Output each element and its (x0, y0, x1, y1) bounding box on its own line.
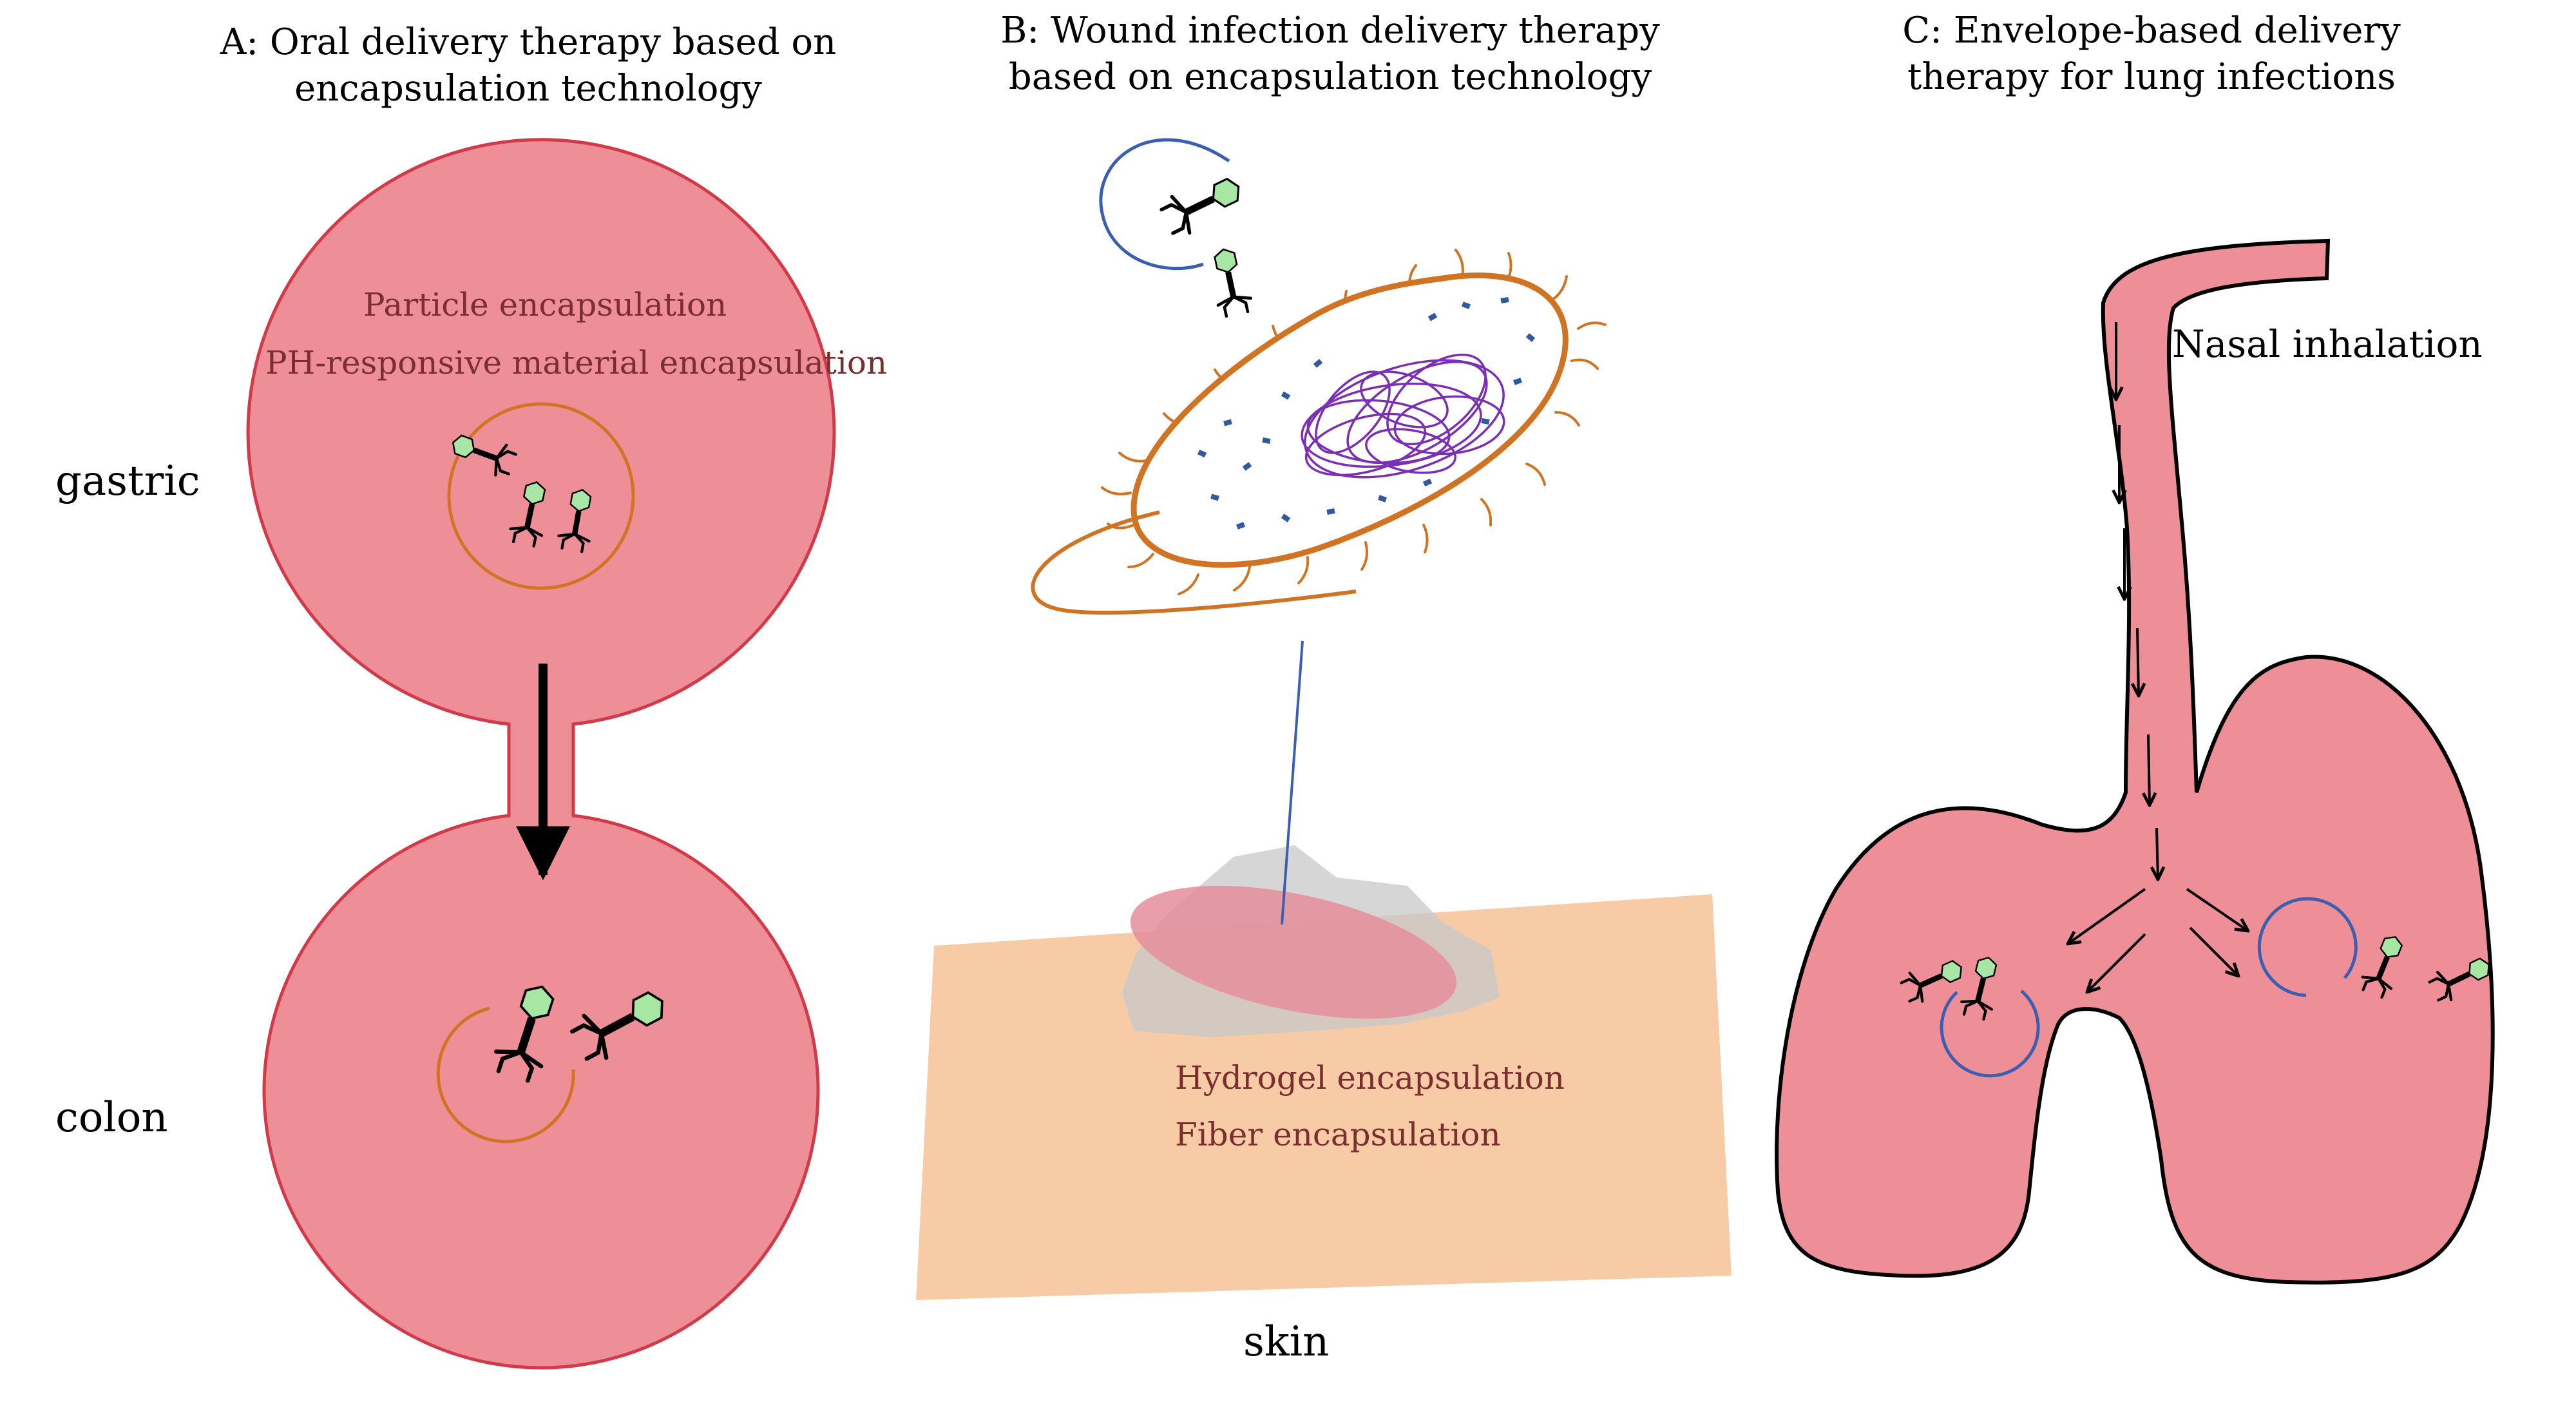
bacteriophage-icon (1207, 246, 1254, 318)
envelope-right-icon (2257, 897, 2358, 997)
wound-icon (1130, 885, 1457, 1019)
phage-envelope-arc-icon (1099, 138, 1230, 271)
nasal-inhalation-label: Nasal inhalation (2172, 322, 2483, 366)
plasmid-dots-icon (1197, 297, 1536, 530)
bacteriophage-icon (1158, 169, 1247, 240)
ph-responsive-encapsulation-label: PH-responsive material encapsulation (265, 344, 888, 381)
colon-label: colon (55, 1094, 168, 1142)
panel-c-title: C: Envelope-based delivery therapy for l… (1829, 8, 2474, 101)
skin-label: skin (1243, 1318, 1330, 1366)
envelope-left-icon (1940, 990, 2040, 1078)
panel-a-digestive (246, 138, 836, 1370)
callout-line (1281, 640, 1304, 925)
particle-encapsulation-label: Particle encapsulation (363, 286, 727, 323)
gastric-label: gastric (55, 457, 200, 505)
airflow-arrows (2068, 322, 2248, 992)
fiber-encapsulation-label: Fiber encapsulation (1175, 1116, 1501, 1153)
hydrogel-encapsulation-label: Hydrogel encapsulation (1175, 1059, 1565, 1097)
bacterial-dna-icon (1301, 353, 1505, 479)
particle-capsule-icon (447, 402, 635, 590)
skin-block (916, 894, 1732, 1300)
panel-a-title: A: Oral delivery therapy based on encaps… (180, 19, 876, 112)
panel-b-wound (916, 138, 1732, 1300)
panel-b-title-line1: B: Wound infection delivery therapy (1000, 10, 1660, 52)
panel-b-title: B: Wound infection delivery therapy base… (986, 8, 1675, 101)
panel-a-title-line1: A: Oral delivery therapy based on (220, 21, 837, 63)
lungs-icon (1775, 238, 2495, 1285)
released-capsule-arc-icon (436, 1006, 575, 1144)
bacterium-icon (1031, 249, 1607, 615)
panel-a-title-line2: encapsulation technology (294, 68, 762, 110)
panel-c-title-line1: C: Envelope-based delivery (1902, 10, 2401, 52)
panel-c-lungs (1775, 238, 2495, 1285)
panel-b-title-line2: based on encapsulation technology (1008, 56, 1652, 98)
panel-c-title-line2: therapy for lung infections (1907, 56, 2396, 98)
